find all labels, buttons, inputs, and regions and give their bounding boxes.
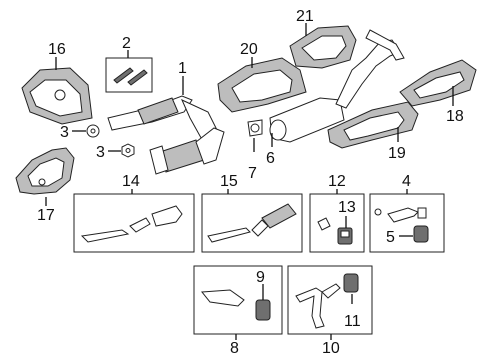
callout-1: 1 [178, 60, 187, 77]
part-5-insulator [413, 225, 429, 243]
callout-16: 16 [48, 41, 66, 58]
part-11-insulator [343, 273, 359, 293]
part-15-box [201, 193, 303, 253]
callout-5: 5 [386, 229, 395, 246]
callout-2: 2 [122, 35, 131, 52]
callout-6: 6 [266, 150, 275, 167]
callout-14: 14 [122, 173, 140, 190]
part-16-heat-shield [21, 67, 93, 125]
part-4-box [369, 193, 445, 253]
part-1-front-pipe [107, 95, 225, 175]
part-14-pipes [80, 205, 183, 243]
part-2-bolts [113, 67, 148, 86]
callout-15: 15 [220, 173, 238, 190]
callout-8: 8 [230, 340, 239, 357]
callout-21: 21 [296, 8, 314, 25]
callout-18: 18 [446, 108, 464, 125]
part-4-hanger [374, 207, 427, 223]
part-7-clamp [247, 119, 263, 137]
callout-9: 9 [256, 269, 265, 286]
callout-3a: 3 [60, 124, 69, 141]
part-12-hanger [317, 217, 331, 231]
callout-13: 13 [338, 199, 356, 216]
part-21-heat-shield [289, 25, 357, 69]
callout-4: 4 [402, 173, 411, 190]
part-18-heat-shield [399, 59, 477, 107]
part-14-box [73, 193, 195, 253]
callout-11: 11 [344, 313, 361, 330]
callout-7: 7 [248, 165, 257, 182]
callout-3b: 3 [96, 144, 105, 161]
part-20-heat-shield [217, 57, 307, 113]
part-2-box [105, 57, 153, 93]
callout-19: 19 [388, 145, 406, 162]
part-8-box [193, 265, 283, 335]
part-3-nut [121, 143, 135, 158]
part-8-bracket [201, 289, 245, 307]
part-15-converter [207, 203, 297, 243]
callout-10: 10 [322, 340, 340, 357]
part-9-insulator [255, 299, 271, 321]
part-3-gasket [86, 124, 100, 138]
part-10-box [287, 265, 373, 335]
part-19-heat-shield [327, 101, 419, 149]
part-13-insulator [337, 227, 353, 245]
part-10-hanger [295, 283, 341, 329]
callout-17: 17 [37, 207, 55, 224]
part-muffler-tailpipe [269, 29, 405, 143]
callout-12: 12 [328, 173, 346, 190]
callout-20: 20 [240, 41, 258, 58]
part-17-manifold-shield [15, 147, 75, 195]
